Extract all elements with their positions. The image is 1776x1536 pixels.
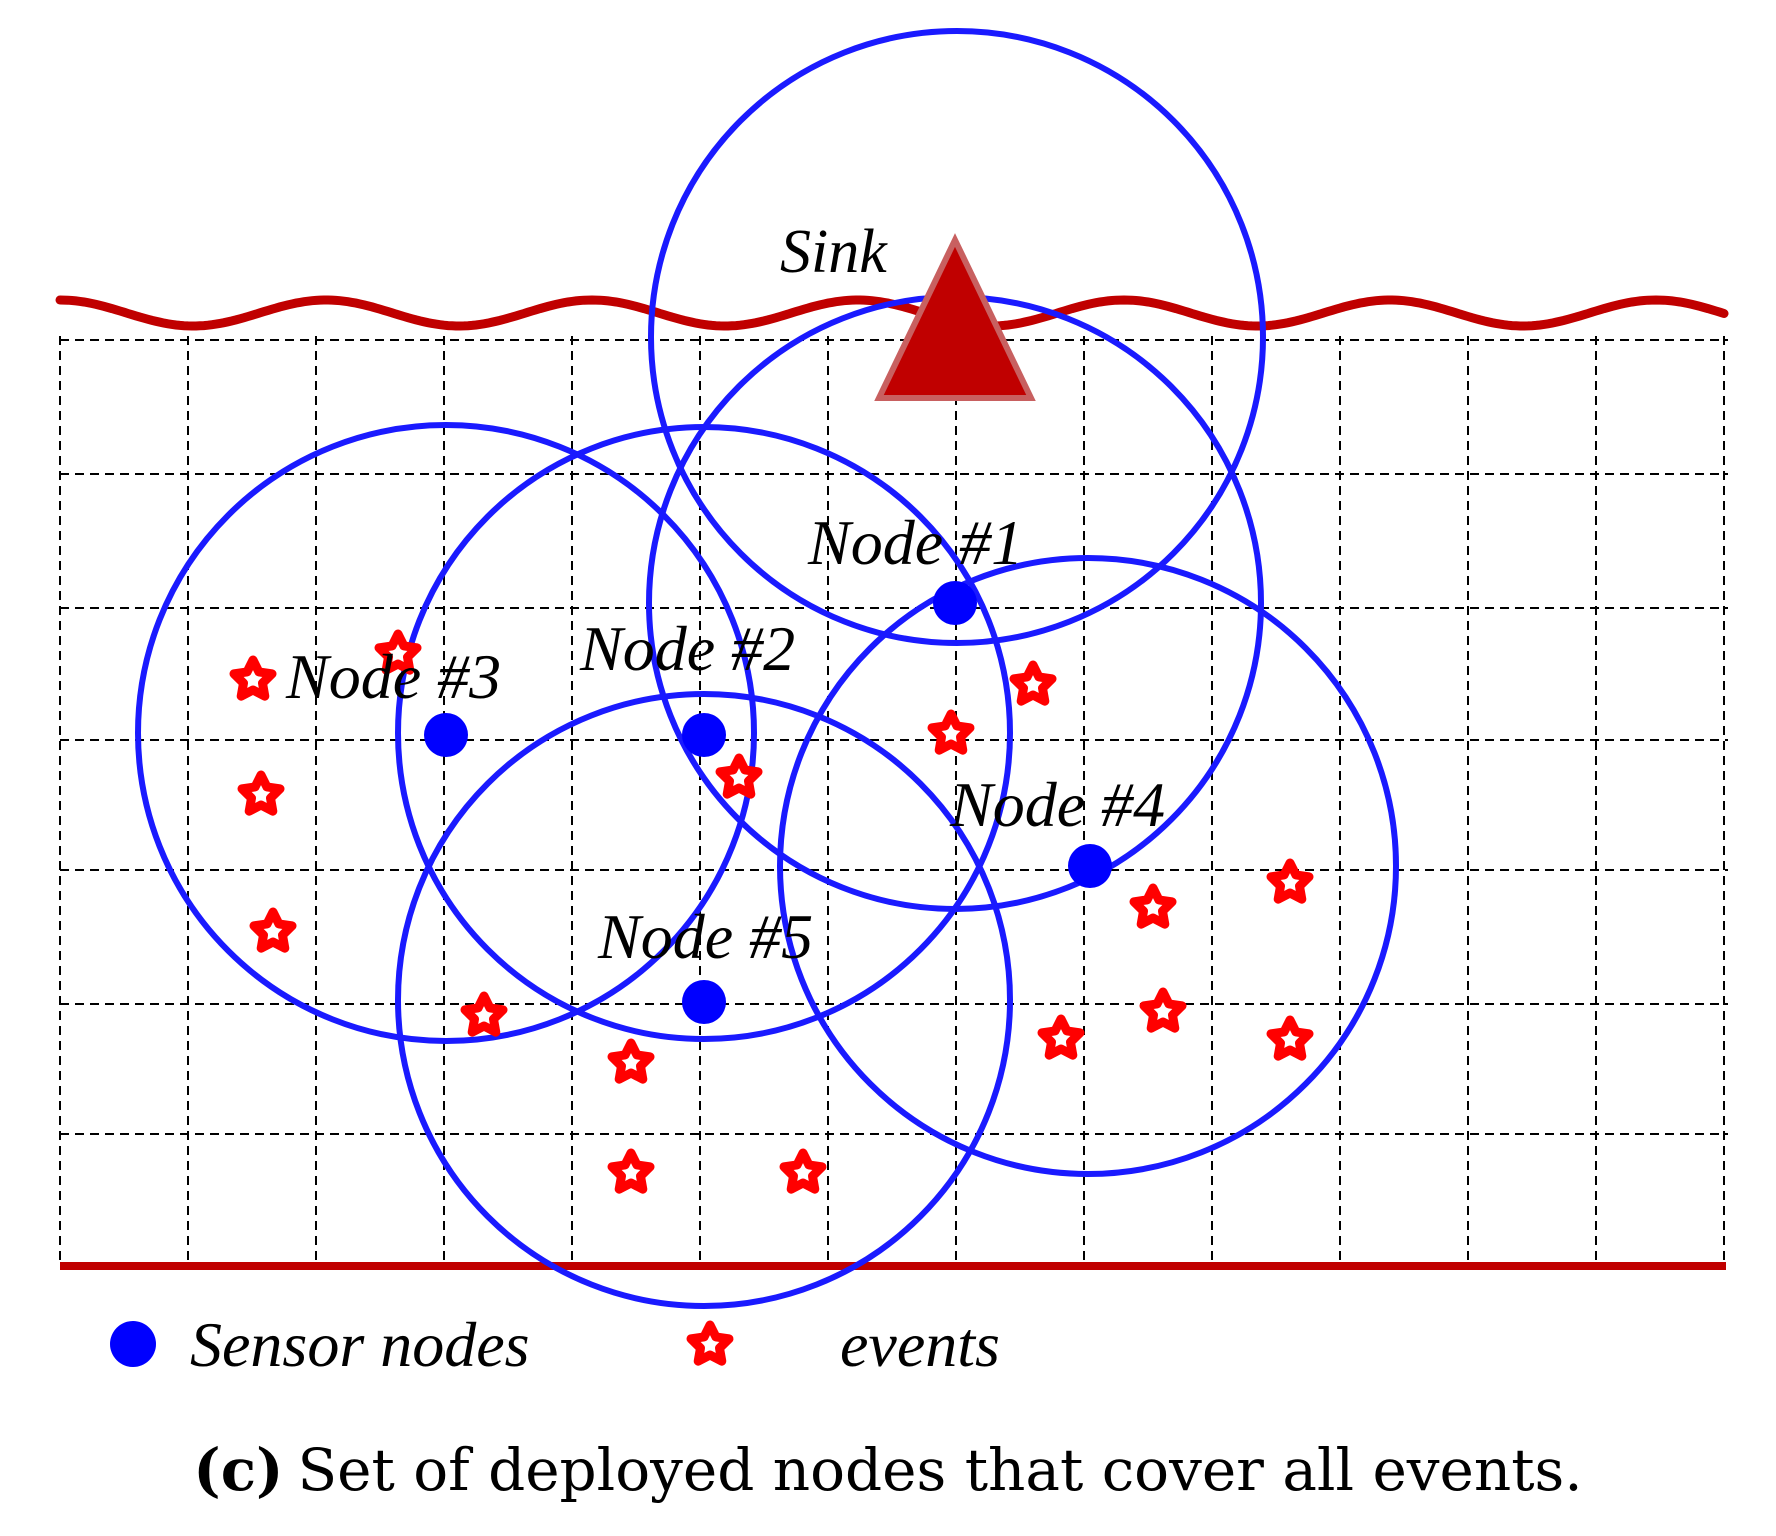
node-3-range-circle (135, 422, 757, 1044)
event-star-icon (1139, 987, 1187, 1033)
sensor-node-5 (682, 980, 726, 1024)
node-2-label: Node #2 (579, 613, 795, 684)
caption-label: (c) (193, 1436, 283, 1504)
figure-caption: (c)Set of deployed nodes that cover all … (193, 1436, 1583, 1504)
node-3-label: Node #3 (285, 641, 501, 712)
legend-events-label: events (840, 1309, 1000, 1380)
event-star-icon (927, 709, 975, 755)
event-star-icon (460, 991, 508, 1037)
node-1-label: Node #1 (807, 507, 1023, 578)
legend-star-icon (686, 1320, 734, 1366)
sensor-node-3 (424, 713, 468, 757)
events-layer (229, 629, 1314, 1194)
node-2-range-circle (395, 424, 1013, 1042)
sensor-nodes (424, 581, 1112, 1024)
sensor-node-2 (682, 713, 726, 757)
event-star-icon (1129, 883, 1177, 929)
legend-star-shape (686, 1320, 734, 1366)
event-star-icon (715, 753, 763, 799)
node-4-label: Node #4 (949, 769, 1165, 840)
sink-label: Sink (780, 218, 888, 286)
event-star-icon (779, 1148, 827, 1194)
sensor-node-4 (1068, 844, 1112, 888)
node-4-range-circle (777, 555, 1399, 1177)
sink-range-circle (648, 28, 1266, 646)
event-star-icon (237, 770, 285, 816)
event-star-icon (1009, 660, 1057, 706)
legend-sensor-nodes-label: Sensor nodes (190, 1309, 530, 1380)
event-star-icon (1037, 1014, 1085, 1060)
legend-node-icon (110, 1321, 156, 1367)
event-star-icon (607, 1038, 655, 1084)
deployment-grid (59, 336, 1728, 1266)
sensor-node-1 (933, 581, 977, 625)
event-star-icon (249, 907, 297, 953)
event-star-icon (374, 629, 422, 675)
node-5-range-circle (395, 691, 1013, 1309)
node-5-label: Node #5 (597, 901, 813, 972)
event-star-icon (607, 1148, 655, 1194)
event-star-icon (229, 655, 277, 701)
caption-text: Set of deployed nodes that cover all eve… (297, 1436, 1582, 1504)
sink-triangle-icon (874, 233, 1036, 401)
event-star-icon (1266, 858, 1314, 904)
event-star-icon (1266, 1015, 1314, 1061)
